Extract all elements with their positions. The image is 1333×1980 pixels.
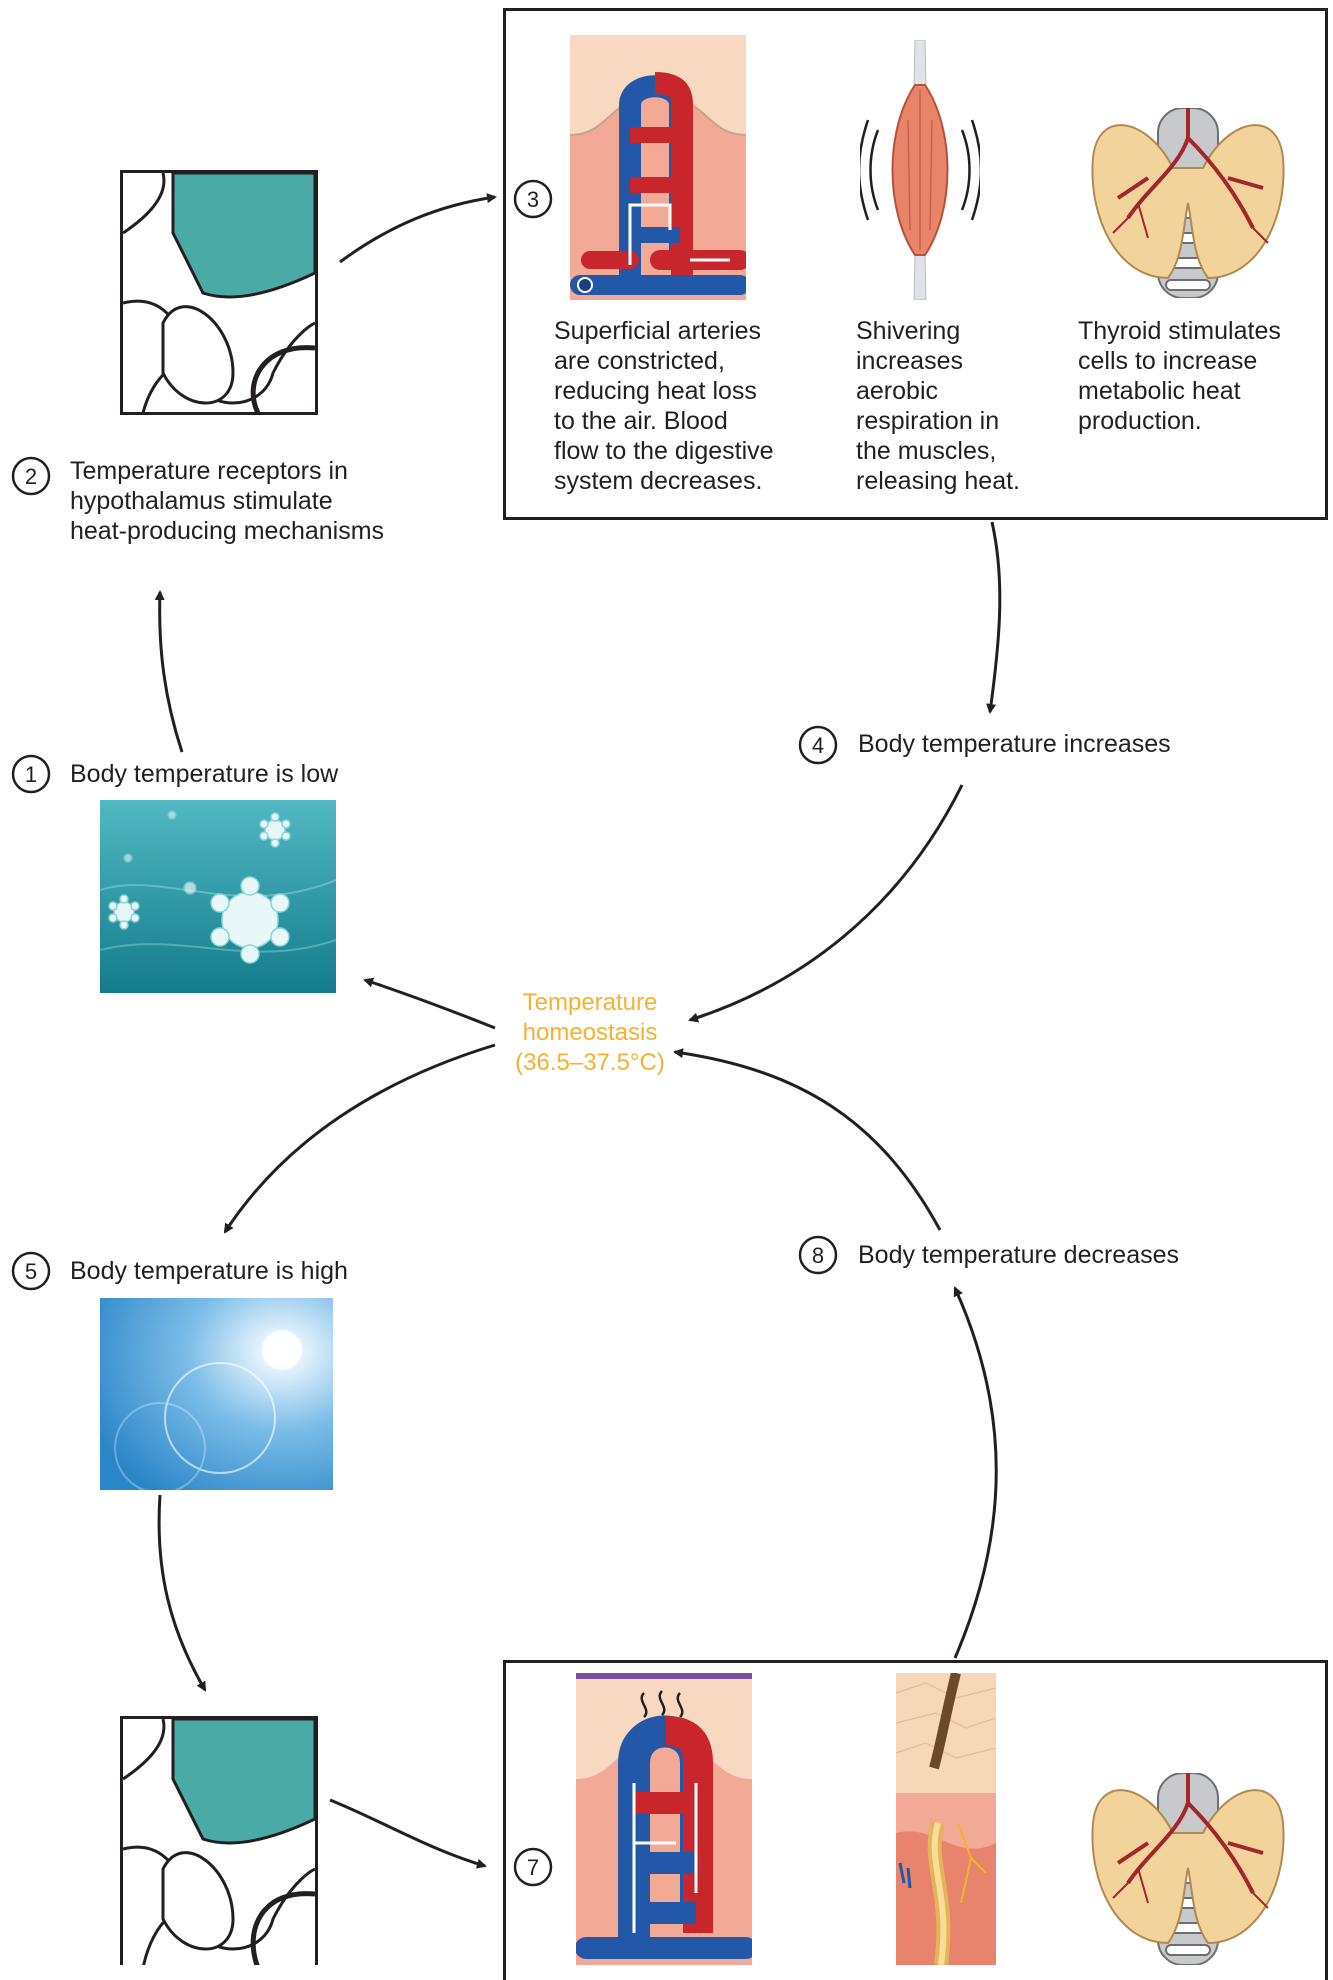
mechanism1-line5: flow to the digestive bbox=[554, 437, 774, 465]
mechanism3-line2: cells to increase bbox=[1078, 347, 1258, 375]
step8-badge: 8 bbox=[798, 1235, 838, 1275]
step2-badge: 2 bbox=[11, 456, 51, 496]
arrow-center-to-step1 bbox=[363, 977, 496, 1030]
step5-text: Body temperature is high bbox=[70, 1257, 348, 1285]
step4-number: 4 bbox=[812, 733, 824, 758]
step1-number: 1 bbox=[25, 762, 37, 787]
step1-badge: 1 bbox=[11, 754, 51, 794]
hypothalamus-icon-lower bbox=[120, 1716, 318, 1965]
step4-text: Body temperature increases bbox=[858, 730, 1171, 758]
mechanism2-line4: respiration in bbox=[856, 407, 1000, 435]
homeostasis-line2: homeostasis bbox=[522, 1019, 658, 1046]
step3-shivering-text: Shivering increases aerobic respiration … bbox=[856, 316, 1020, 496]
mechanism1-line2: are constricted, bbox=[554, 347, 725, 375]
step7-badge: 7 bbox=[513, 1847, 553, 1887]
mechanism3-line1: Thyroid stimulates bbox=[1078, 317, 1281, 345]
homeostasis-label: Temperature homeostasis (36.5–37.5°C) bbox=[470, 988, 710, 1078]
hot-weather-image bbox=[100, 1298, 333, 1490]
arrow-step3-to-step4 bbox=[986, 521, 1002, 714]
mechanism2-line2: increases bbox=[856, 347, 963, 375]
mechanism2-line1: Shivering bbox=[856, 317, 961, 345]
step5-number: 5 bbox=[25, 1259, 37, 1284]
arrow-step5-to-hypothalamus bbox=[157, 1494, 207, 1692]
mechanism2-line5: the muscles, bbox=[856, 437, 997, 465]
step7-number: 7 bbox=[527, 1855, 539, 1880]
step4-badge: 4 bbox=[798, 725, 838, 765]
cold-weather-image bbox=[100, 800, 336, 993]
step8-text: Body temperature decreases bbox=[858, 1241, 1180, 1269]
blood-vessel-icon bbox=[569, 35, 750, 300]
step2-line3: heat-producing mechanisms bbox=[70, 517, 385, 545]
homeostasis-line1: Temperature bbox=[522, 989, 658, 1016]
step5-badge: 5 bbox=[11, 1251, 51, 1291]
thyroid-icon-lower bbox=[1088, 1773, 1288, 1965]
step1-text: Body temperature is low bbox=[70, 760, 339, 788]
arrow-hypothalamus-to-step3 bbox=[339, 193, 497, 264]
snowflake-icon bbox=[108, 810, 291, 964]
step3-thyroid-text: Thyroid stimulates cells to increase met… bbox=[1078, 316, 1281, 436]
arrow-step7-to-step8 bbox=[953, 1286, 998, 1659]
sweat-gland-icon bbox=[896, 1673, 996, 1965]
shivering-muscle-icon bbox=[857, 39, 983, 301]
hypothalamus-icon bbox=[120, 170, 318, 415]
mechanism3-line4: production. bbox=[1078, 407, 1202, 435]
step3-vasoconstriction-text: Superficial arteries are constricted, re… bbox=[554, 316, 774, 496]
step3-badge: 3 bbox=[513, 179, 553, 219]
mechanism1-line1: Superficial arteries bbox=[554, 317, 762, 345]
thyroid-icon bbox=[1088, 107, 1288, 299]
mechanism3-line3: metabolic heat bbox=[1078, 377, 1241, 405]
arrow-center-to-step5 bbox=[223, 1043, 496, 1234]
step3-number: 3 bbox=[527, 187, 539, 212]
arrow-hypothalamus-to-step7 bbox=[329, 1798, 487, 1869]
step8-number: 8 bbox=[812, 1243, 824, 1268]
homeostasis-range: (36.5–37.5°C) bbox=[515, 1049, 665, 1076]
step2-text: Temperature receptors in hypothalamus st… bbox=[70, 456, 384, 546]
step2-line1: Temperature receptors in bbox=[70, 457, 348, 485]
arrow-step4-to-center bbox=[688, 784, 964, 1023]
step2-number: 2 bbox=[25, 464, 37, 489]
mechanism1-line3: reducing heat loss bbox=[554, 377, 757, 405]
blood-vessel-dilated-icon bbox=[576, 1673, 752, 1965]
mechanism1-line4: to the air. Blood bbox=[554, 407, 728, 435]
sun-icon bbox=[114, 1362, 276, 1490]
arrow-step8-to-center bbox=[673, 1048, 942, 1231]
mechanism2-line3: aerobic bbox=[856, 377, 938, 405]
mechanism2-line6: releasing heat. bbox=[856, 467, 1021, 495]
mechanism1-line6: system decreases. bbox=[554, 467, 763, 495]
step2-line2: hypothalamus stimulate bbox=[70, 487, 333, 515]
arrow-step1-to-step2 bbox=[154, 590, 184, 753]
